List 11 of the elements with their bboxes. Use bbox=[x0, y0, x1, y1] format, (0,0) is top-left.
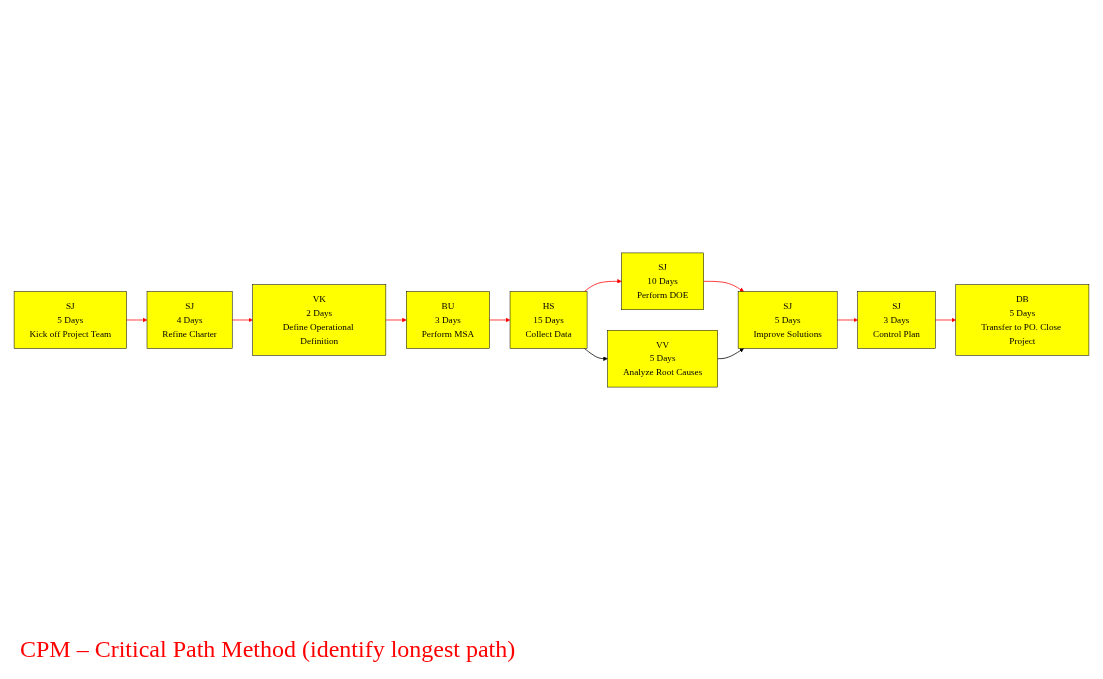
node-box: SJ 4 Days Refine Charter bbox=[146, 291, 233, 349]
node-box: VV 5 Days Analyze Root Causes bbox=[607, 330, 718, 388]
node-box: HS 15 Days Collect Data bbox=[509, 291, 588, 349]
node-box: VK 2 Days Define Operational Definition bbox=[252, 284, 387, 356]
node-box: SJ 5 Days Improve Solutions bbox=[737, 291, 838, 349]
node-box: SJ 5 Days Kick off Project Team bbox=[13, 291, 127, 349]
node-box: DB 5 Days Transfer to PO. Close Project bbox=[955, 284, 1090, 356]
node-box: SJ 3 Days Control Plan bbox=[857, 291, 936, 349]
node-box: BU 3 Days Perform MSA bbox=[406, 291, 490, 349]
caption: CPM – Critical Path Method (identify longest path) bbox=[20, 636, 517, 663]
node-box: SJ 10 Days Perform DOE bbox=[621, 252, 704, 310]
